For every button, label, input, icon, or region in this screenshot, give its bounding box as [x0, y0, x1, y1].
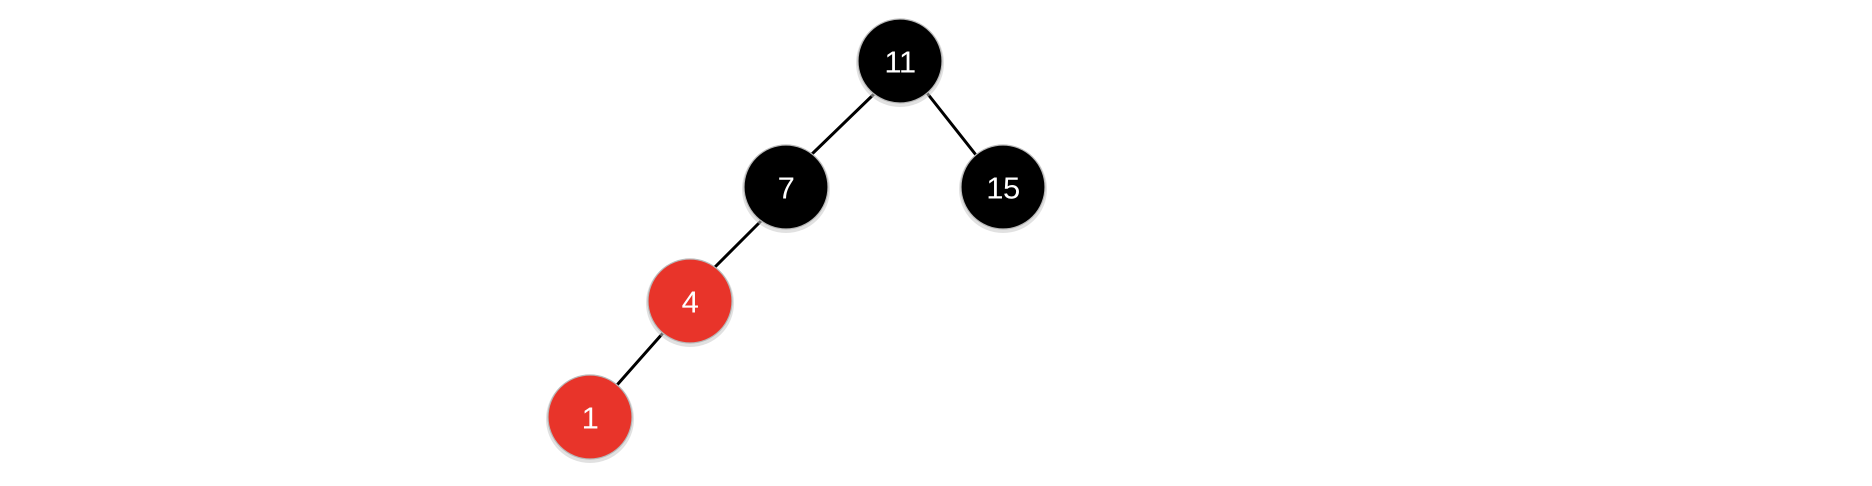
node-circle-red[interactable]	[547, 374, 633, 460]
tree-node[interactable]: 7	[742, 144, 830, 233]
node-label: 11	[884, 45, 915, 80]
node-label: 4	[682, 285, 699, 320]
tree-node[interactable]: 15	[959, 144, 1047, 233]
tree-node[interactable]: 4	[646, 258, 734, 347]
tree-node[interactable]: 1	[546, 374, 634, 463]
tree-edge	[925, 91, 978, 157]
node-circle-black[interactable]	[743, 144, 829, 230]
tree-edge	[713, 219, 763, 269]
node-label: 15	[986, 171, 1019, 206]
nodes-layer: 11 7 15 4 1	[546, 18, 1047, 463]
node-circle-red[interactable]	[647, 258, 733, 344]
node-circle-black[interactable]	[857, 18, 943, 104]
node-label: 1	[582, 401, 599, 436]
tree-node[interactable]: 11	[856, 18, 944, 107]
node-circle-black[interactable]	[960, 144, 1046, 230]
tree-edge	[615, 331, 665, 387]
node-label: 7	[778, 171, 795, 206]
edges-layer	[615, 91, 978, 387]
tree-edge	[810, 92, 876, 156]
